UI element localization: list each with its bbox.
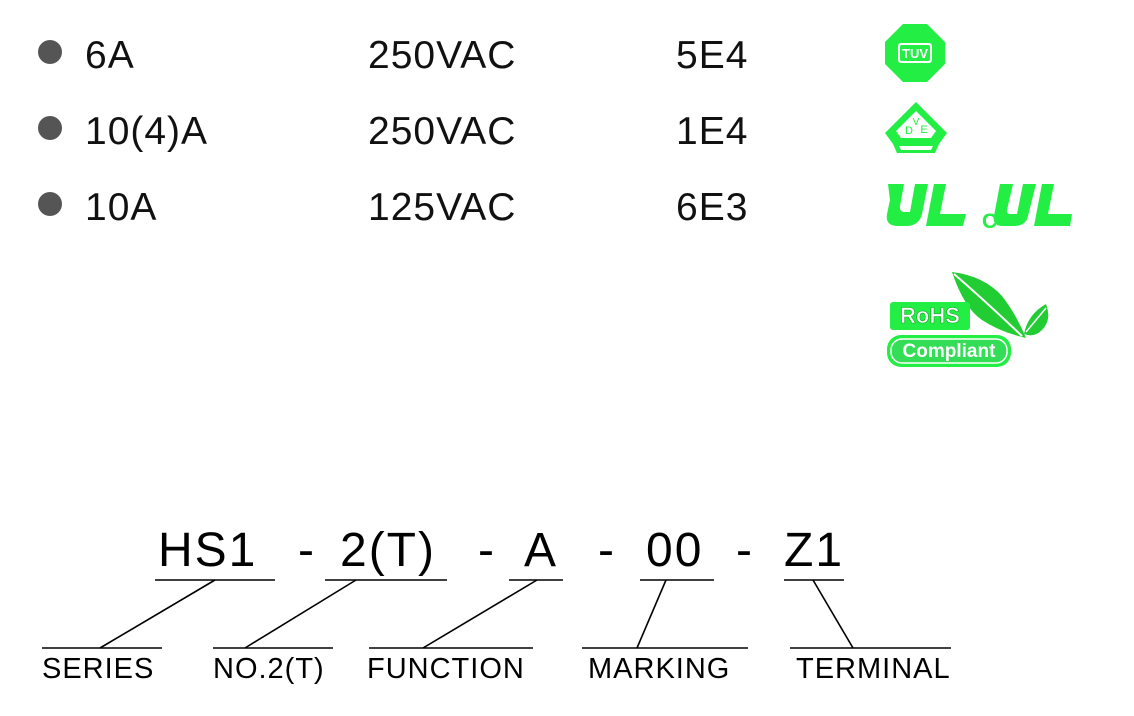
model-part-marking: 00 bbox=[646, 524, 704, 577]
label-series: SERIES bbox=[42, 653, 155, 685]
label-number: NO.2(T) bbox=[213, 653, 325, 685]
leader-series bbox=[99, 579, 216, 649]
rating-current: 10A bbox=[85, 186, 158, 229]
label-function: FUNCTION bbox=[367, 653, 525, 685]
model-part-function: A bbox=[524, 524, 559, 577]
leader-number bbox=[244, 579, 357, 649]
model-part-terminal: Z1 bbox=[784, 524, 845, 577]
rating-row: 6A 250VAC 5E4 bbox=[0, 30, 1134, 80]
rating-row: 10A 125VAC 6E3 bbox=[0, 182, 1134, 232]
vde-letter-v: V bbox=[913, 117, 920, 128]
label-marking: MARKING bbox=[588, 653, 731, 685]
tuv-text: TUV bbox=[902, 46, 928, 61]
bullet-dot bbox=[38, 192, 62, 216]
tuv-mark-icon: TUV bbox=[885, 24, 945, 82]
vde-mark-icon: D V E bbox=[885, 102, 947, 153]
rating-voltage: 125VAC bbox=[368, 186, 517, 229]
cul-c-text: C bbox=[982, 210, 997, 232]
rating-life: 5E4 bbox=[676, 34, 749, 77]
rating-voltage: 250VAC bbox=[368, 110, 517, 153]
rohs-title-text: RoHS bbox=[900, 303, 960, 328]
rating-voltage: 250VAC bbox=[368, 34, 517, 77]
model-part-series: HS1 bbox=[158, 524, 258, 577]
leader-marking bbox=[636, 579, 667, 649]
label-terminal: TERMINAL bbox=[796, 653, 951, 685]
bullet-dot bbox=[38, 116, 62, 140]
rating-current: 6A bbox=[85, 34, 135, 77]
rating-life: 6E3 bbox=[676, 186, 749, 229]
model-separator: - bbox=[478, 524, 496, 577]
bullet-dot bbox=[38, 40, 62, 64]
model-separator: - bbox=[736, 524, 754, 577]
leader-function bbox=[422, 579, 538, 649]
leader-terminal bbox=[812, 579, 854, 649]
model-separator: - bbox=[598, 524, 616, 577]
rohs-sub-text: Compliant bbox=[903, 341, 997, 362]
rating-current: 10(4)A bbox=[85, 110, 209, 153]
vde-letter-e: E bbox=[920, 124, 927, 136]
rating-row: 10(4)A 250VAC 1E4 bbox=[0, 106, 1134, 156]
rohs-compliant-icon: RoHS Compliant bbox=[887, 272, 1049, 367]
model-separator: - bbox=[298, 524, 316, 577]
ul-cul-mark-icon: C bbox=[886, 184, 1072, 232]
model-part-number: 2(T) bbox=[340, 524, 436, 577]
rating-life: 1E4 bbox=[676, 110, 749, 153]
vde-letter-d: D bbox=[905, 125, 913, 137]
